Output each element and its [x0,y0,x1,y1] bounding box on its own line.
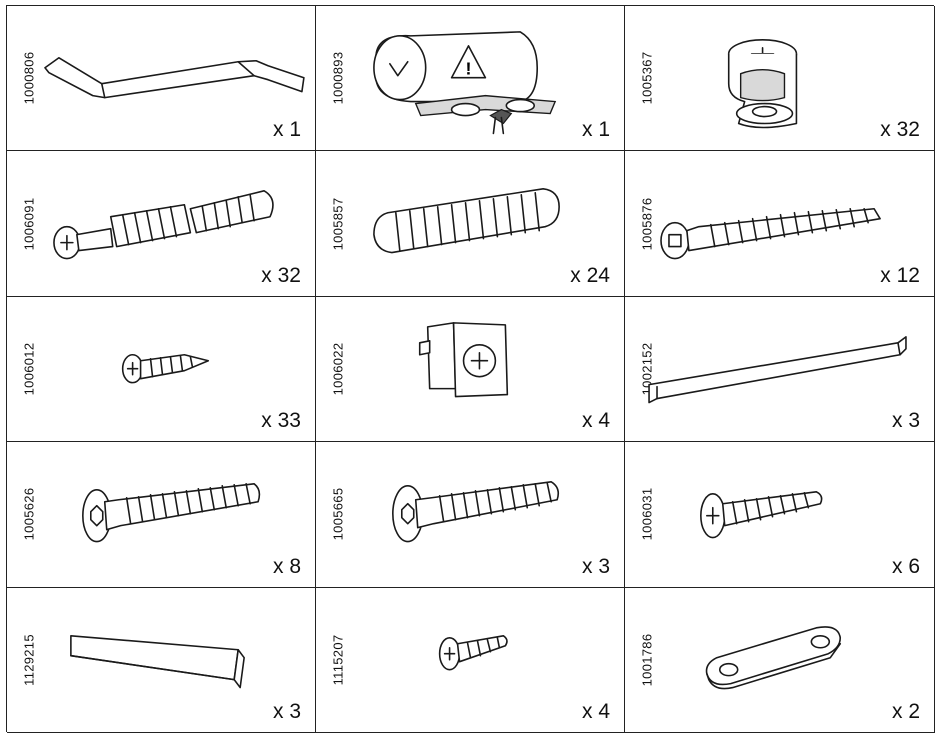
square-fitting-icon [418,321,509,398]
long-screw-icon [660,208,881,260]
part-cell: 1002152 x 3 [625,296,935,443]
quantity-label: x 2 [891,699,920,723]
svg-text:!: ! [466,59,472,79]
part-cell: 1006031 x 6 [625,442,935,588]
part-cell: 1006022 x 4 [316,296,625,443]
part-cell: 1000893 ! x 1 [316,6,625,152]
part-cell: 1005876 x 12 [625,151,935,297]
part-cell: 1005626 x 8 [7,442,316,588]
part-cell: 1001786 x 2 [625,587,935,733]
part-cell: 1005367 x 32 [625,6,935,152]
quantity-label: x 32 [261,263,301,287]
hex-bolt-icon [392,481,560,543]
connector-plate-icon [705,625,842,689]
quantity-label: x 33 [261,409,301,433]
hex-bolt-long-icon [82,483,261,543]
quantity-label: x 3 [272,699,301,723]
part-cell: 1005857 x 24 [316,151,625,297]
part-cell: 1006012 x 33 [7,296,316,443]
parts-sheet: 1000806 x 1 1000893 ! x 1 [6,5,935,733]
part-cell: 1006091 x 32 [7,151,316,297]
quantity-label: x 6 [891,554,920,578]
metal-rod-icon [648,335,907,404]
quantity-label: x 8 [272,554,301,578]
tiny-screw-icon [438,634,508,671]
quantity-label: x 1 [272,118,301,142]
quantity-label: x 4 [581,409,610,433]
part-cell: 1115207 x 4 [316,587,625,733]
wooden-dowel-icon [373,188,560,254]
quantity-label: x 4 [581,699,610,723]
quantity-label: x 3 [891,409,920,433]
cam-lock-icon [727,39,798,129]
part-cell: 1005665 x 3 [316,442,625,588]
wedge-block-icon [70,634,245,688]
parts-grid: 1000806 x 1 1000893 ! x 1 [6,5,935,733]
cam-bolt-icon [53,190,274,260]
quantity-label: x 3 [581,554,610,578]
part-cell: 1129215 x 3 [7,587,316,733]
part-cell: 1000806 x 1 [7,6,316,152]
quantity-label: x 1 [581,118,610,142]
warning-bag-icon: ! [373,31,557,135]
quantity-label: x 24 [570,263,610,287]
quantity-label: x 12 [880,263,920,287]
pan-head-screw-icon [700,491,823,539]
quantity-label: x 32 [880,118,920,142]
allen-key-icon [44,56,305,99]
small-screw-icon [121,353,210,384]
